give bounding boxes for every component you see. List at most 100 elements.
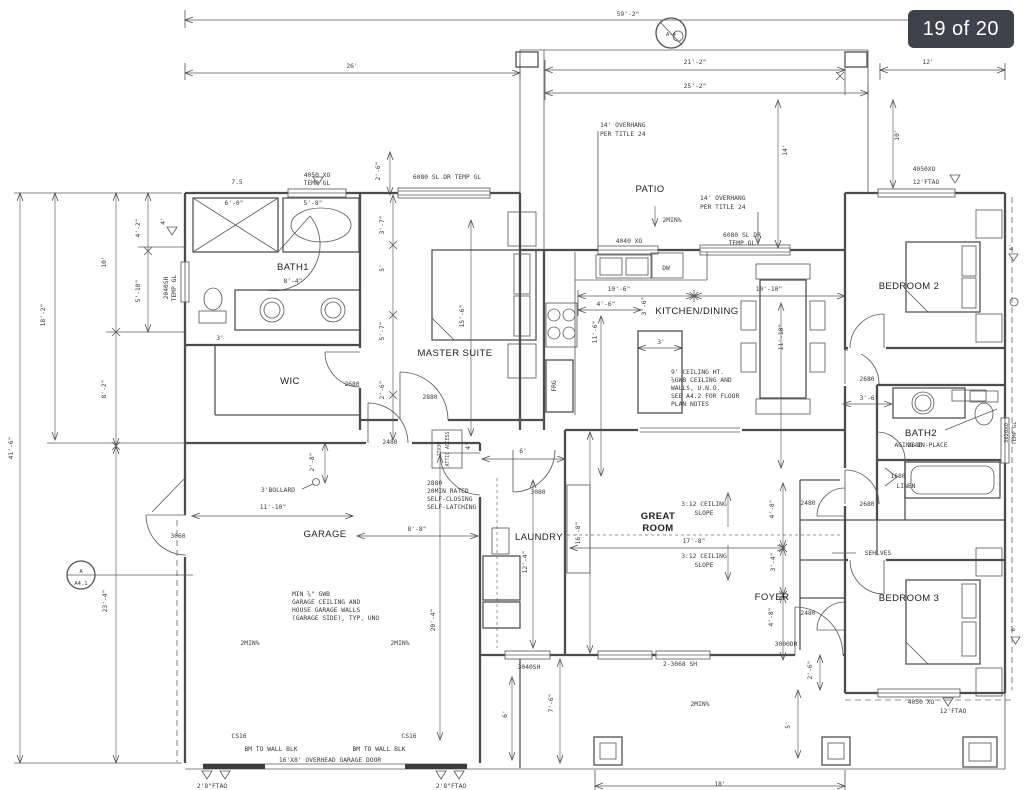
room-label: ROOM	[642, 523, 673, 534]
dim-label: 3040SH	[518, 664, 541, 671]
page-indicator-badge: 19 of 20	[907, 10, 1014, 48]
bollard-leader	[301, 483, 314, 490]
annotation-line: ⅝GWB CEILING AND	[671, 376, 732, 384]
bed	[905, 241, 981, 313]
section-marker	[66, 560, 193, 590]
nightstand	[507, 211, 537, 247]
dim-label: 2480	[800, 500, 815, 507]
dim-label: 2040SH	[163, 276, 170, 299]
annotation-line: 20MIN RATED	[427, 488, 469, 495]
dim-label: 6'	[502, 710, 509, 718]
keynote-triangles	[166, 174, 1021, 780]
kitchen-fixtures	[545, 252, 708, 415]
dim-label: 11'-10"	[778, 324, 785, 351]
sink	[320, 297, 346, 323]
dim-label: A	[79, 569, 83, 575]
laundry-door	[512, 449, 556, 493]
dim-label: SEHLVES	[865, 550, 892, 557]
dim-label: 2'-8"	[309, 453, 316, 472]
dim-label: 4050XO	[913, 166, 936, 173]
room-label: BATH2	[905, 428, 937, 439]
tub	[290, 207, 352, 243]
room-label: BATH1	[277, 262, 309, 273]
dim-label: BM TO WALL BLK	[352, 746, 405, 753]
dim-label: 21'-2"	[684, 59, 707, 66]
master-door	[399, 371, 449, 421]
annotation-line: PER TITLE 24	[700, 204, 746, 211]
dim-label: 18'-2"	[40, 304, 47, 327]
annotation-line: SELF-LATCHING	[427, 504, 476, 511]
annotation-arrows	[301, 131, 998, 580]
laundry-sink	[491, 527, 510, 555]
annotation-line: PLAN NOTES	[671, 401, 709, 408]
dim-label: 2MIN%	[391, 640, 410, 647]
toilet	[974, 402, 994, 426]
dim-label: 8'-8"	[408, 526, 427, 533]
annotation-line: SLOPE	[695, 562, 714, 569]
dimension-ticks	[111, 71, 845, 600]
chair	[809, 300, 826, 331]
dim-label: A4.1	[74, 581, 87, 587]
laundry-fixtures	[482, 527, 521, 629]
dim-label: 3'BOLLARD	[261, 487, 295, 494]
dim-label: TEMP GL	[171, 275, 178, 302]
shower	[192, 197, 279, 253]
room-label: GARAGE	[303, 529, 346, 540]
room-label: BEDROOM 3	[879, 593, 940, 604]
dim-label: 6'	[519, 448, 527, 455]
annotation-line: HOUSE GARAGE WALLS	[292, 607, 360, 614]
dim-label: 11'-10"	[260, 504, 287, 511]
windows	[180, 187, 1010, 698]
annotation-line: MIN ⅝" GWB	[292, 590, 330, 598]
hall-opening-door	[844, 469, 880, 505]
doors	[145, 215, 906, 661]
room-label: LAUNDRY	[515, 532, 563, 543]
dim-label: 2480	[382, 439, 397, 446]
sink	[911, 391, 935, 415]
dim-label: 17'-8"	[683, 538, 706, 545]
dim-label: 10'	[101, 256, 108, 267]
dim-label: 2-3068 SH	[663, 661, 697, 668]
dim-label: 2'8"FTAO	[197, 783, 228, 790]
bath1-fixtures	[192, 197, 361, 331]
dim-label: 7'-6"	[548, 694, 555, 713]
tub	[904, 461, 1001, 499]
bed	[905, 579, 981, 665]
bedroom3-door	[849, 559, 885, 595]
dim-label: 2MIN%	[241, 640, 260, 647]
annotation-line: 2880	[427, 480, 442, 487]
dim-label: 2680	[859, 501, 874, 508]
dim-label: LINEN	[897, 483, 916, 490]
dim-label: 16'X8' OVERHEAD GARAGE DOOR	[279, 757, 382, 764]
patio-outline	[515, 49, 869, 250]
garage-side-door	[145, 514, 187, 556]
bath2-door	[876, 431, 906, 461]
dim-label: 23'-4"	[102, 590, 109, 613]
bed	[431, 249, 537, 341]
dim-label: 22X30	[437, 442, 443, 457]
nightstand	[507, 343, 537, 379]
dim-label: 5'-8"	[304, 200, 323, 207]
bedroom2-furniture	[905, 209, 1003, 343]
dim-label: 16'-8"	[575, 522, 582, 545]
nightstand	[975, 667, 1003, 697]
dim-label: 3'	[216, 335, 224, 342]
dim-label: 2680	[344, 381, 359, 388]
dim-label: 3000DR	[775, 641, 798, 648]
dim-label: 5'-10"	[135, 280, 142, 303]
porch-post	[962, 736, 998, 768]
patio-post	[844, 51, 868, 68]
dim-label: 2'8"FTAO	[436, 783, 467, 790]
chair	[740, 342, 757, 373]
bollard	[312, 478, 320, 486]
dim-label: 12'FTAO	[913, 179, 940, 186]
kitchen-sink	[595, 254, 653, 279]
dim-label: DW	[662, 265, 670, 272]
interior-walls	[185, 193, 1005, 768]
dim-label: 2MIN%	[691, 701, 710, 708]
annotation-line: SELF-CLOSING	[427, 496, 473, 503]
annotation-line: SLOPE	[695, 510, 714, 517]
dim-label: 10'-10"	[756, 286, 783, 293]
